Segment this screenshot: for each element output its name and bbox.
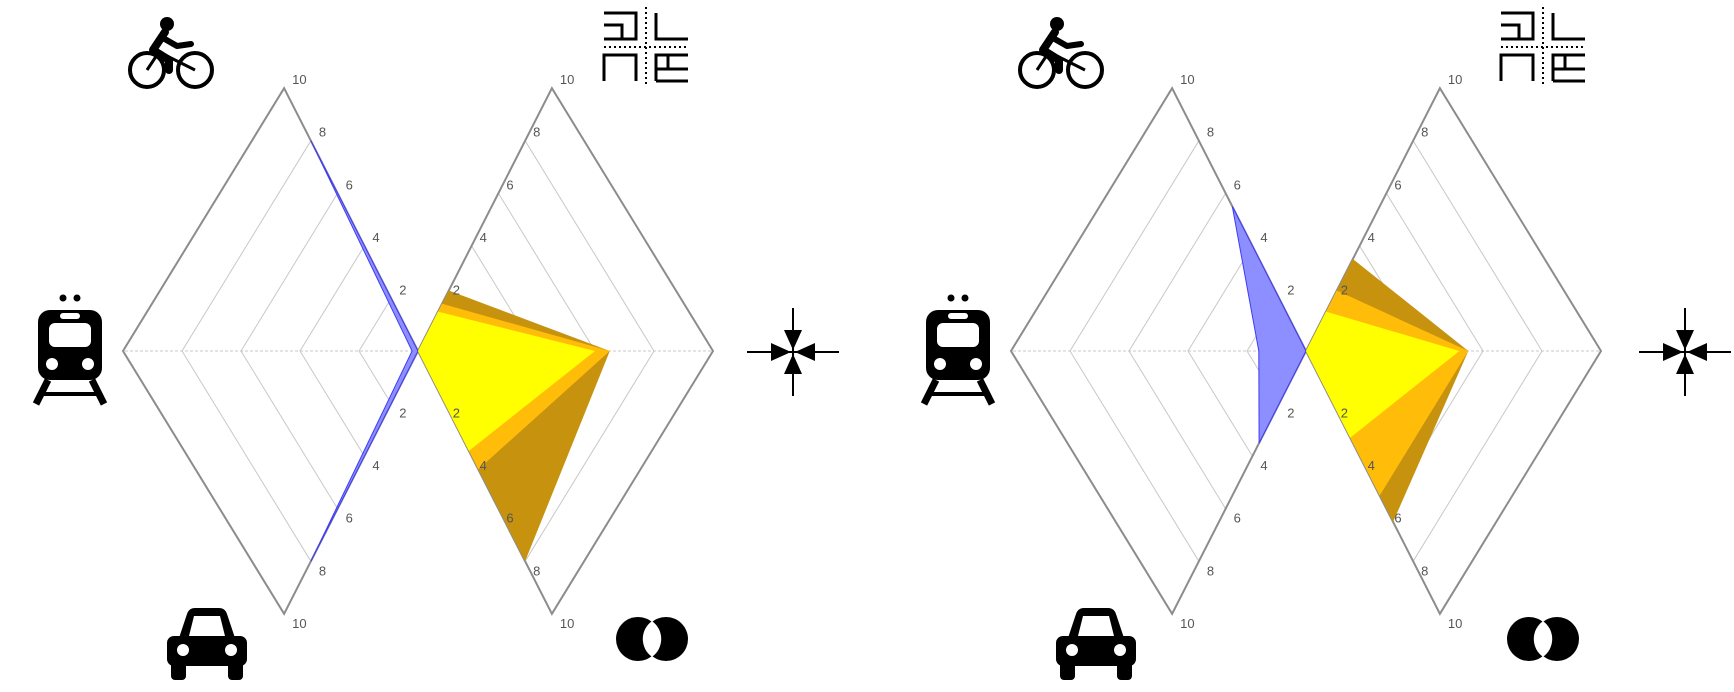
tick-label-bicycle-10: 10 bbox=[292, 72, 306, 87]
tick-label-overlap-2: 2 bbox=[453, 406, 460, 421]
overlap-circles-icon bbox=[1507, 617, 1579, 661]
tick-label-intersection-8: 8 bbox=[533, 125, 540, 140]
bicycle-icon bbox=[130, 17, 212, 87]
radar-chart-right: 2 4 6 8 10 2 4 6 8 10 2 4 6 8 10 2 4 6 8 10 bbox=[1009, 72, 1603, 631]
tick-label-overlap-4: 4 bbox=[480, 458, 487, 473]
tick-label-car-6: 6 bbox=[346, 511, 353, 526]
accessibility-area-3 bbox=[1306, 311, 1460, 438]
tick-label-bicycle-10: 10 bbox=[1180, 72, 1194, 87]
tick-label-intersection-10: 10 bbox=[560, 72, 574, 87]
tick-label-bicycle-2: 2 bbox=[1287, 282, 1294, 297]
tick-label-intersection-6: 6 bbox=[506, 177, 513, 192]
mobility-area bbox=[310, 140, 419, 562]
tick-label-bicycle-6: 6 bbox=[346, 177, 353, 192]
grid-ring-left-10 bbox=[1009, 86, 1307, 616]
tram-icon bbox=[36, 295, 104, 405]
radar-chart-left: 2 4 6 8 10 2 4 6 8 10 2 4 6 8 10 2 4 6 8 10 bbox=[121, 72, 715, 631]
tick-label-overlap-8: 8 bbox=[1421, 563, 1428, 578]
car-icon bbox=[167, 608, 247, 680]
tick-label-intersection-2: 2 bbox=[453, 282, 460, 297]
tick-label-car-2: 2 bbox=[399, 406, 406, 421]
tick-label-bicycle-6: 6 bbox=[1234, 177, 1241, 192]
tick-label-intersection-10: 10 bbox=[1448, 72, 1462, 87]
car-icon bbox=[1056, 608, 1136, 680]
tick-label-intersection-6: 6 bbox=[1394, 177, 1401, 192]
tick-label-intersection-2: 2 bbox=[1341, 282, 1348, 297]
tick-label-bicycle-4: 4 bbox=[372, 230, 379, 245]
tick-label-intersection-8: 8 bbox=[1421, 125, 1428, 140]
tick-label-overlap-4: 4 bbox=[1368, 458, 1375, 473]
tick-label-car-4: 4 bbox=[1260, 458, 1267, 473]
tick-label-overlap-6: 6 bbox=[1394, 511, 1401, 526]
tick-label-bicycle-8: 8 bbox=[319, 125, 326, 140]
tick-label-car-2: 2 bbox=[1287, 406, 1294, 421]
tick-label-overlap-2: 2 bbox=[1341, 406, 1348, 421]
tick-label-car-4: 4 bbox=[372, 458, 379, 473]
tick-label-intersection-4: 4 bbox=[1368, 230, 1375, 245]
compact-arrows-icon bbox=[746, 307, 840, 397]
tick-label-intersection-4: 4 bbox=[480, 230, 487, 245]
tick-label-bicycle-4: 4 bbox=[1260, 230, 1267, 245]
intersection-icon bbox=[1499, 5, 1587, 89]
tick-label-overlap-6: 6 bbox=[506, 511, 513, 526]
tick-label-car-10: 10 bbox=[1180, 616, 1194, 631]
tick-label-car-6: 6 bbox=[1234, 511, 1241, 526]
accessibility-area-3 bbox=[418, 311, 595, 451]
tick-label-bicycle-2: 2 bbox=[399, 282, 406, 297]
tram-icon bbox=[924, 295, 992, 405]
compact-arrows-icon bbox=[1638, 307, 1732, 397]
tick-label-car-8: 8 bbox=[319, 563, 326, 578]
intersection-icon bbox=[602, 5, 690, 89]
tick-label-overlap-8: 8 bbox=[533, 563, 540, 578]
tick-label-overlap-10: 10 bbox=[560, 616, 574, 631]
tick-label-overlap-10: 10 bbox=[1448, 616, 1462, 631]
bicycle-icon bbox=[1020, 17, 1102, 87]
mobility-area bbox=[1231, 206, 1307, 444]
overlap-circles-icon bbox=[616, 617, 688, 661]
tick-label-car-10: 10 bbox=[292, 616, 306, 631]
tick-label-bicycle-8: 8 bbox=[1207, 125, 1214, 140]
tick-label-car-8: 8 bbox=[1207, 563, 1214, 578]
grid-ring-right-10 bbox=[1305, 86, 1603, 616]
